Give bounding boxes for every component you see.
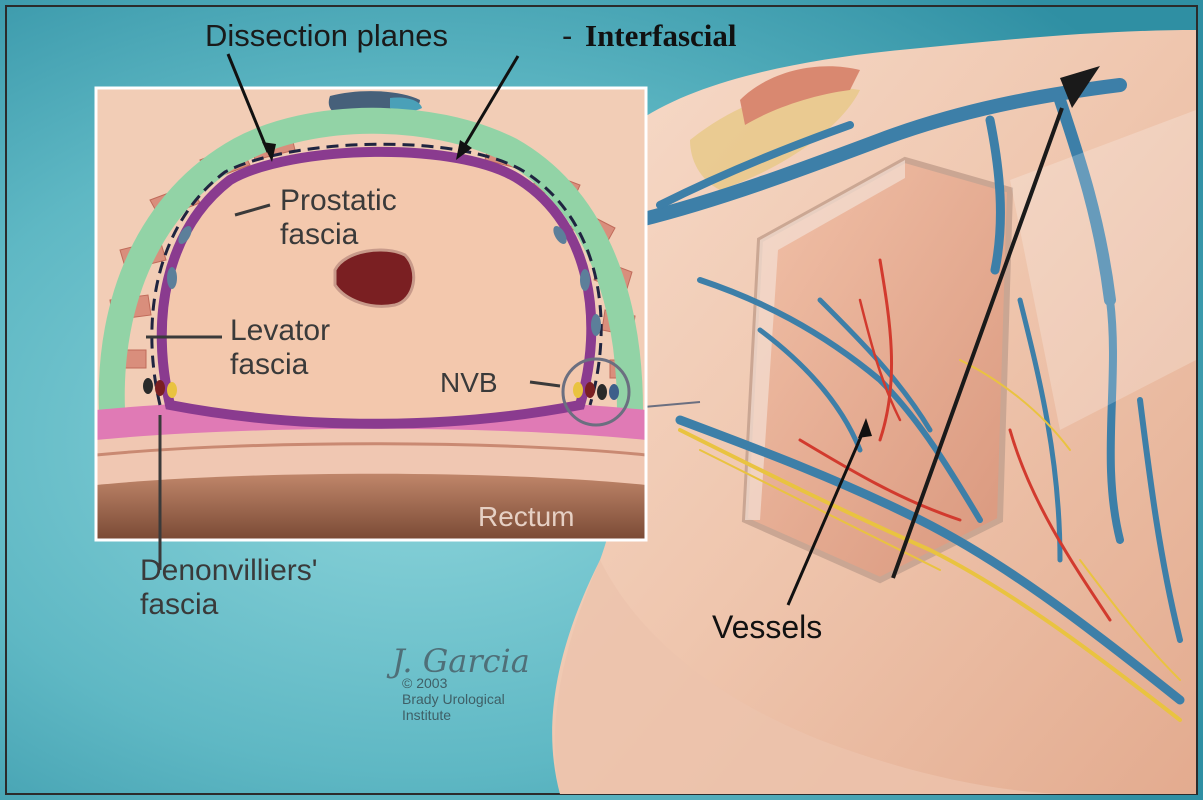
- title-main: Dissection planes: [205, 18, 448, 53]
- rectum-label: Rectum: [478, 501, 574, 532]
- vessels-label: Vessels: [712, 609, 822, 645]
- fat-tissue: [690, 87, 860, 190]
- nvb-highlight-circle: [561, 357, 631, 427]
- surgical-field: [552, 30, 1196, 794]
- credit-year: © 2003: [402, 675, 448, 691]
- instrument-tip-icon: [1060, 66, 1100, 108]
- prostatic-fascia-label-line2: fascia: [280, 218, 359, 251]
- right-plane-arrowhead-icon: [456, 140, 472, 160]
- muscle-band: [740, 66, 860, 125]
- prostatic-fascia-label-line1: Prostatic: [280, 184, 397, 217]
- rectum-lumen: [96, 473, 646, 540]
- title-emphasis: Interfascial: [585, 18, 737, 53]
- credit-line1: Brady Urological: [402, 691, 505, 707]
- window-edge: [745, 160, 905, 520]
- tissue-shadow: [554, 560, 1060, 794]
- nvb-label: NVB: [440, 367, 498, 398]
- interfascial-plane: [150, 142, 603, 406]
- artery-network: [798, 258, 1112, 622]
- urethra: [333, 248, 416, 308]
- lateral-pedicle-vessels: [167, 225, 601, 336]
- title-arrows: [226, 53, 520, 162]
- artist-signature: J. Garcia: [386, 642, 530, 680]
- dissection-instrument: [891, 66, 1100, 579]
- dissection-window: [741, 156, 1014, 584]
- right-nvb: [573, 382, 619, 400]
- credit-line2: Institute: [402, 707, 451, 723]
- cross-section-inset: [94, 86, 648, 542]
- left-nvb: [143, 378, 177, 398]
- vessels-pointer: [786, 424, 868, 606]
- retractor-overlay: [1010, 110, 1196, 430]
- label-leaders: [146, 203, 561, 570]
- vein-network: [633, 78, 1185, 705]
- inset-border: [94, 86, 648, 542]
- denonvilliers-label-line1: Denonvilliers': [140, 554, 317, 587]
- denonvilliers-label-line2: fascia: [140, 588, 219, 621]
- nerve-network: [678, 359, 1182, 722]
- title-dash: -: [562, 18, 572, 53]
- levator-fascia-label-line2: fascia: [230, 348, 309, 381]
- levator-fascia-layer: [98, 107, 643, 411]
- vessels-arrowhead-icon: [858, 418, 872, 438]
- levator-fascia-label-line1: Levator: [230, 314, 330, 347]
- left-plane-arrowhead-icon: [262, 142, 276, 162]
